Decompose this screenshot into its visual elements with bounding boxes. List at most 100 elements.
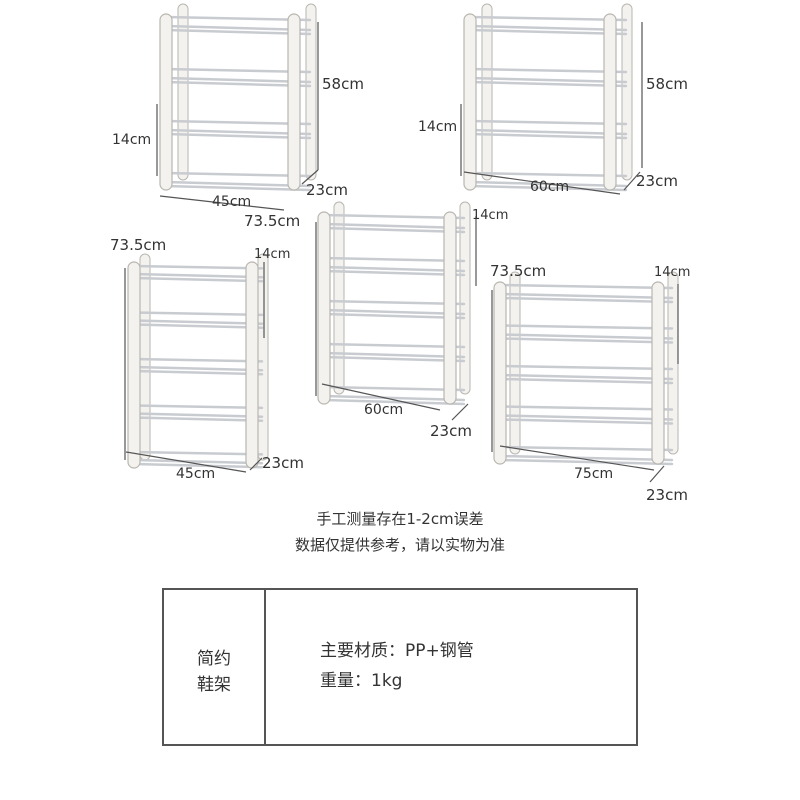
shelf-tube [322, 312, 466, 320]
shelf-tube [132, 412, 264, 418]
shelf-tube [498, 405, 674, 411]
shelf-tube [498, 296, 674, 304]
shelf-tube [164, 67, 312, 74]
shelf-tube [132, 369, 264, 376]
depth-label: 23cm [262, 454, 304, 472]
shelf-tube [132, 365, 264, 372]
shelf-tube [498, 292, 674, 300]
shelf-tube [164, 76, 312, 84]
shelf-tube [164, 132, 312, 140]
depth-label: 23cm [430, 422, 472, 440]
shelf-gap-label: 14cm [472, 208, 508, 223]
shelf-tube [498, 418, 674, 425]
shelf-tube [322, 398, 466, 406]
shelf-tube [164, 184, 312, 192]
shelf-tube [468, 15, 628, 22]
rack-front-left-post [493, 281, 507, 465]
width-label: 60cm [364, 402, 403, 418]
shelf-tube [164, 180, 312, 188]
shelf-tube [322, 265, 466, 273]
shelf-tube [498, 373, 674, 381]
rack-front-left-post [127, 261, 141, 469]
shelf-tube [164, 24, 312, 32]
spec-divider [264, 590, 266, 744]
rack-front-left-post [317, 211, 331, 405]
shelf-tube [322, 269, 466, 277]
shelf-tube [322, 226, 466, 234]
rack-front-right-post [443, 211, 457, 405]
width-dimension-line [463, 171, 621, 195]
shelf-tube [164, 15, 312, 22]
shelf-tube [132, 264, 264, 270]
spec-table: 简约 鞋架 主要材质：PP+钢管 重量：1kg [162, 588, 638, 746]
shelf-gap-label: 14cm [654, 265, 690, 280]
rack-back-left-post [481, 3, 493, 181]
shelf-tube [322, 355, 466, 363]
shelf-tube [322, 385, 466, 392]
shoe-rack-rack-5-60: 73.5cm 14cm 60cm 23cm [244, 201, 508, 440]
shelf-tube [468, 80, 628, 88]
shelf-tube [498, 377, 674, 385]
shelf-gap-label: 14cm [418, 119, 457, 135]
shelf-tube [132, 462, 264, 469]
shelf-tube [468, 67, 628, 74]
shelf-tube [164, 80, 312, 88]
depth-label: 23cm [306, 181, 348, 199]
shelf-tube [132, 458, 264, 465]
width-dimension-line [159, 195, 285, 211]
shelf-tube [164, 119, 312, 126]
shoe-rack-illustrations: 58cm 14cm 45cm 23cm 58cm 14cm 60cm 23cm 73.5cm 14… [110, 3, 690, 500]
measurement-error-note: 手工测量存在1-2cm误差 [316, 510, 484, 528]
shelf-tube [164, 128, 312, 136]
shelf-tube [468, 171, 628, 178]
height-label: 73.5cm [244, 212, 300, 230]
width-label: 45cm [212, 194, 251, 210]
height-label: 58cm [322, 75, 364, 93]
depth-dimension-line [623, 171, 641, 191]
shelf-tube [468, 132, 628, 140]
shelf-tube [132, 323, 264, 329]
shelf-tube [322, 299, 466, 306]
shoe-rack-rack-4-60: 58cm 14cm 60cm 23cm [418, 3, 688, 195]
depth-dimension-line [649, 465, 665, 483]
product-name-line-1: 简约 [197, 649, 231, 669]
rack-front-left-post [159, 13, 173, 191]
rack-front-left-post [463, 13, 477, 191]
shelf-tube [498, 324, 674, 330]
shelf-tube [498, 283, 674, 290]
shelf-tube [468, 24, 628, 32]
depth-label: 23cm [636, 172, 678, 190]
depth-dimension-line [249, 457, 263, 471]
shelf-tube [132, 416, 264, 422]
rack-back-right-post [305, 3, 317, 181]
depth-dimension-line [451, 403, 469, 421]
shelf-tube [468, 28, 628, 36]
shelf-tube [132, 404, 264, 410]
shelf-tube [132, 319, 264, 325]
shelf-tube [132, 311, 264, 317]
shelf-tube [132, 357, 264, 363]
height-label: 58cm [646, 75, 688, 93]
shelf-gap-label: 14cm [254, 247, 290, 262]
width-dimension-line [321, 383, 441, 411]
width-dimension-line [125, 451, 247, 473]
material-spec: 主要材质：PP+钢管 [320, 641, 474, 661]
rack-front-right-post [287, 13, 301, 191]
reference-only-note: 数据仅提供参考，请以实物为准 [294, 536, 505, 554]
width-label: 60cm [530, 179, 569, 195]
rack-front-right-post [651, 281, 665, 465]
shelf-tube [498, 364, 674, 371]
width-label: 75cm [574, 466, 613, 482]
shelf-tube [322, 213, 466, 220]
height-label: 73.5cm [110, 236, 166, 254]
shelf-tube [322, 351, 466, 359]
shelf-tube [132, 276, 264, 283]
shelf-tube [498, 445, 674, 452]
shelf-tube [498, 414, 674, 421]
rack-back-left-post [177, 3, 189, 181]
height-label: 73.5cm [490, 262, 546, 280]
rack-back-right-post [667, 271, 679, 455]
shelf-tube [498, 337, 674, 344]
